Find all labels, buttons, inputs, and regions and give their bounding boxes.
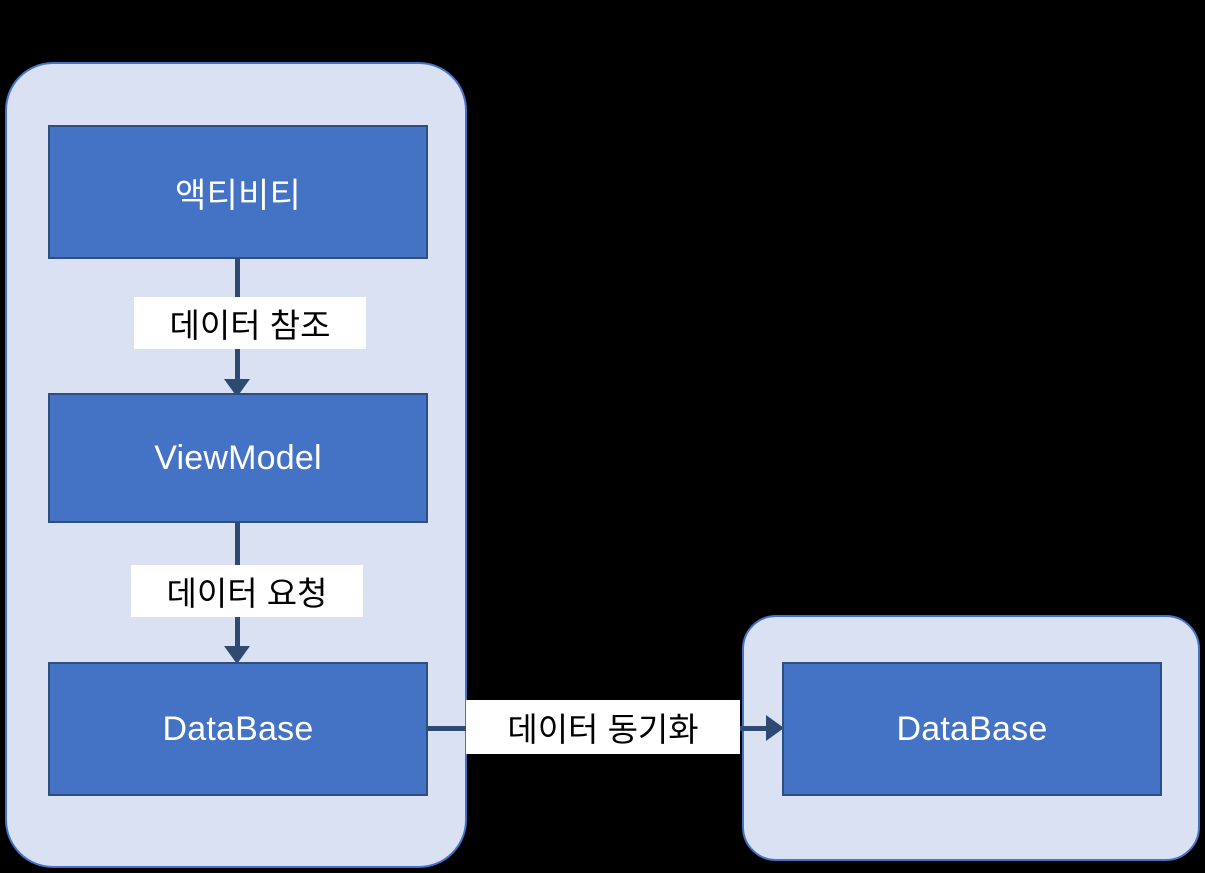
arrowhead-down-icon (224, 646, 250, 664)
edge-label-data-request: 데이터 요청 (131, 565, 363, 617)
arrowhead-down-icon (224, 379, 250, 397)
connector-database-sync-left (428, 726, 468, 731)
edge-label-data-reference: 데이터 참조 (134, 297, 366, 349)
connector-database-sync-right (738, 726, 768, 731)
node-database-local[interactable]: DataBase (48, 662, 428, 796)
node-activity[interactable]: 액티비티 (48, 125, 428, 259)
arrowhead-right-icon (766, 715, 784, 741)
node-viewmodel[interactable]: ViewModel (48, 393, 428, 523)
edge-label-data-sync: 데이터 동기화 (466, 700, 740, 754)
node-database-remote[interactable]: DataBase (782, 662, 1162, 796)
